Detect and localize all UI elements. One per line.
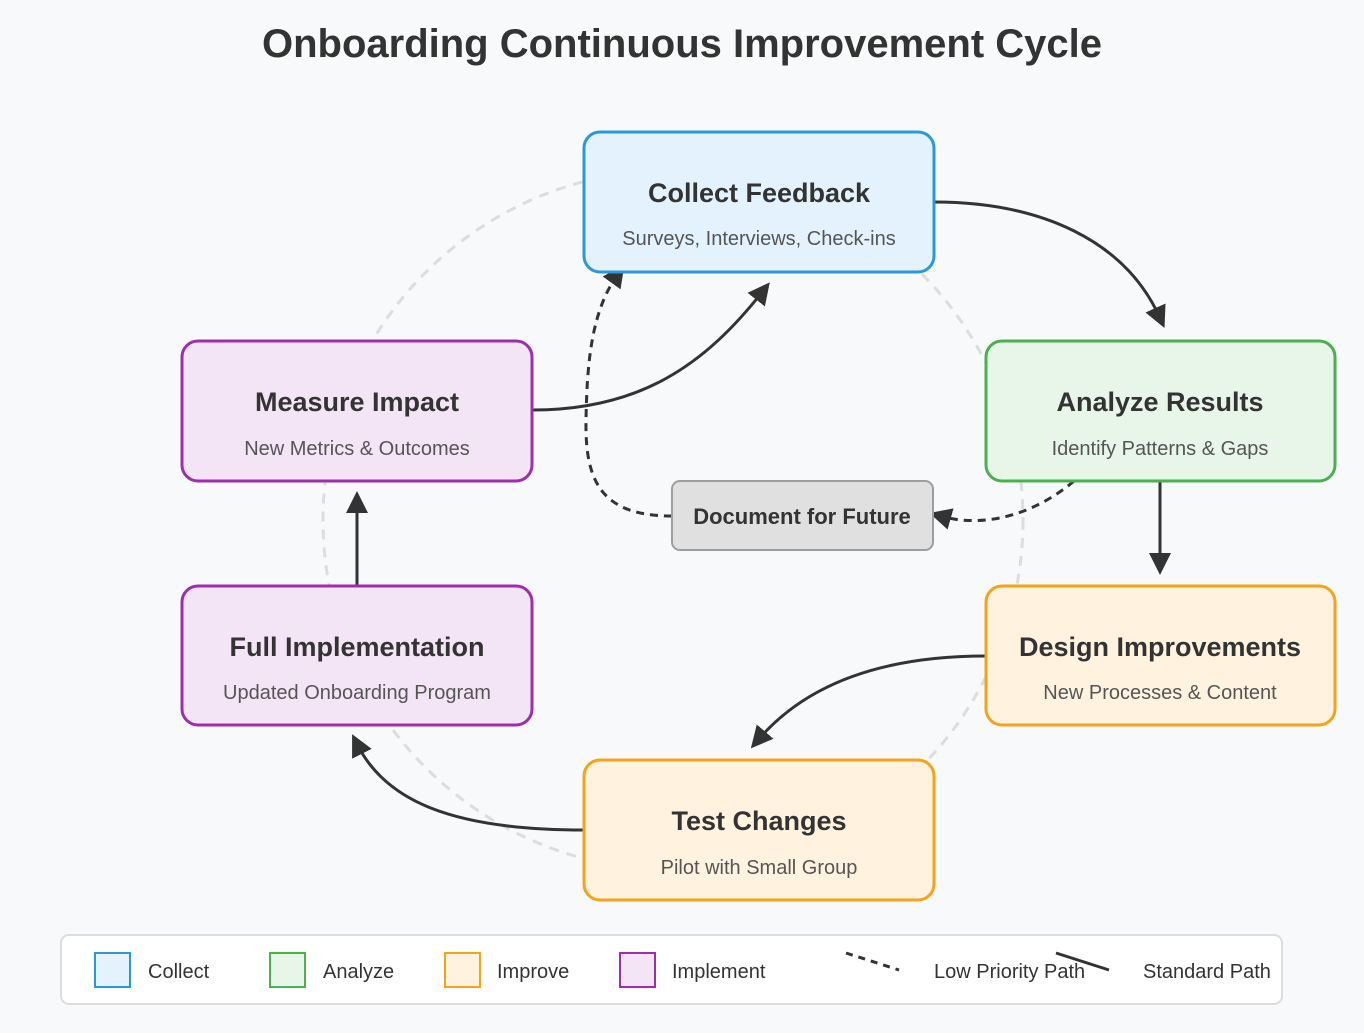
node-subtitle: Pilot with Small Group xyxy=(661,857,858,879)
legend-label-implement: Implement xyxy=(672,961,766,983)
node-collect-feedback[interactable]: Collect Feedback Surveys, Interviews, Ch… xyxy=(582,130,936,274)
legend-swatch-collect xyxy=(94,952,131,988)
node-title: Collect Feedback xyxy=(648,178,871,208)
legend-swatch-improve xyxy=(444,952,481,988)
node-analyze-results[interactable]: Analyze Results Identify Patterns & Gaps xyxy=(984,339,1337,483)
dashed-arrow-document-to-collect xyxy=(584,265,673,518)
legend-label-collect: Collect xyxy=(148,961,210,983)
node-measure-impact[interactable]: Measure Impact New Metrics & Outcomes xyxy=(180,339,534,483)
node-full-implementation[interactable]: Full Implementation Updated Onboarding P… xyxy=(180,584,534,727)
legend-label-low-priority: Low Priority Path xyxy=(934,961,1085,983)
arrow-test-to-full xyxy=(352,734,585,832)
node-subtitle: New Metrics & Outcomes xyxy=(244,438,470,460)
legend: Collect Analyze Improve Implement Low Pr… xyxy=(60,934,1283,1005)
legend-label-improve: Improve xyxy=(497,961,569,983)
diagram-title: Onboarding Continuous Improvement Cycle xyxy=(261,22,1103,66)
legend-swatch-analyze xyxy=(269,952,306,988)
legend-solid-line-icon xyxy=(1055,951,1110,972)
node-subtitle: Surveys, Interviews, Check-ins xyxy=(622,228,895,250)
dashed-arrow-analyze-to-document xyxy=(929,479,1075,530)
arrow-measure-to-collect xyxy=(532,282,770,412)
node-design-improvements[interactable]: Design Improvements New Processes & Cont… xyxy=(984,584,1337,727)
arrow-collect-to-analyze xyxy=(933,200,1166,329)
node-title: Design Improvements xyxy=(1019,632,1301,662)
legend-dashed-line-icon xyxy=(845,951,900,972)
node-subtitle: New Processes & Content xyxy=(1043,682,1277,704)
node-title: Document for Future xyxy=(693,504,911,529)
node-title: Analyze Results xyxy=(1056,387,1263,417)
legend-label-standard: Standard Path xyxy=(1143,961,1271,983)
legend-label-analyze: Analyze xyxy=(323,961,394,983)
arrow-design-to-test xyxy=(750,654,987,749)
node-title: Measure Impact xyxy=(255,387,459,417)
node-document-for-future[interactable]: Document for Future xyxy=(671,480,934,551)
node-subtitle: Updated Onboarding Program xyxy=(223,682,491,704)
node-subtitle: Identify Patterns & Gaps xyxy=(1052,438,1269,460)
node-title: Full Implementation xyxy=(229,632,484,662)
node-title: Test Changes xyxy=(671,806,846,836)
legend-swatch-implement xyxy=(619,952,656,988)
node-test-changes[interactable]: Test Changes Pilot with Small Group xyxy=(582,758,936,902)
